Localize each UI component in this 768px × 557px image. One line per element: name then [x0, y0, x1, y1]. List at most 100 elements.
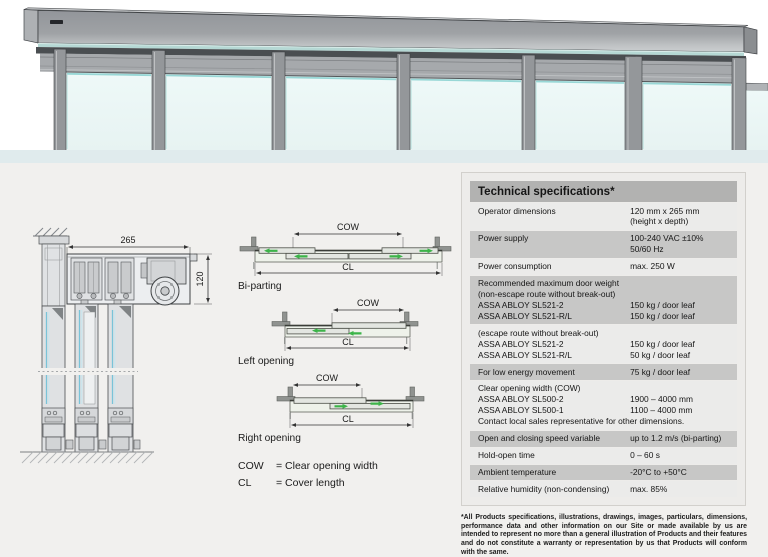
- spec-value: [630, 278, 729, 289]
- diagram-caption: Bi-parting: [238, 281, 282, 292]
- mullion: [53, 48, 67, 152]
- legend-definition: = Cover length: [276, 477, 345, 489]
- abbreviation-legend: COW = Clear opening width CL = Cover len…: [238, 458, 378, 492]
- door-leaf: [285, 253, 349, 260]
- cow-label: COW: [337, 222, 360, 232]
- spec-row: Recommended maximum door weight(non-esca…: [470, 275, 737, 325]
- mullion: [624, 55, 643, 152]
- diagram-caption: Left opening: [238, 356, 294, 367]
- door-leaf-profiles: [41, 299, 141, 453]
- spec-table-title: Technical specifications*: [470, 181, 737, 202]
- slide-direction-arrow: [264, 248, 278, 254]
- spec-row: For low energy movement 75 kg / door leaf: [470, 364, 737, 380]
- slide-direction-arrow: [370, 401, 384, 406]
- glass-panel: [409, 77, 523, 150]
- drive-motor: [140, 257, 187, 306]
- opening-configuration-diagrams: COW CL Bi-parting: [238, 222, 452, 444]
- door-leaf: [348, 253, 412, 260]
- wall-profile: [38, 235, 70, 307]
- diagram-bi-parting: COW CL Bi-parting: [238, 222, 452, 292]
- roller-carriage: [70, 257, 103, 301]
- spec-label: Power supply: [478, 233, 529, 244]
- slide-direction-arrow: [294, 254, 308, 259]
- roller-carriage: [104, 257, 135, 301]
- spec-label: Contact local sales representative for o…: [478, 416, 685, 427]
- glass-panel: [284, 75, 398, 150]
- door-leaf: [293, 397, 367, 404]
- slide-direction-arrow: [419, 248, 433, 254]
- spec-label: [478, 244, 630, 255]
- spec-label: Ambient temperature: [478, 467, 557, 478]
- spec-value: 120 mm x 265 mm: [630, 205, 700, 216]
- door-leaf: [329, 402, 411, 410]
- glass-panel: [534, 79, 626, 150]
- spec-value: [630, 289, 729, 300]
- spec-value: 50 kg / door leaf: [630, 349, 691, 360]
- glass-panel: [745, 82, 768, 150]
- spec-label: For low energy movement: [478, 366, 575, 377]
- spec-label: Power consumption: [478, 261, 552, 272]
- spec-value: 0 – 60 s: [630, 450, 660, 461]
- spec-value: [630, 328, 729, 339]
- disclaimer-footnote: *All Products specifications, illustrati…: [461, 514, 747, 556]
- spec-row: Ambient temperature -20°C to +50°C: [470, 464, 737, 481]
- width-dimension-label: 265: [120, 235, 135, 245]
- slide-direction-arrow: [312, 328, 326, 333]
- spec-value: -20°C to +50°C: [630, 467, 687, 478]
- break-line: [36, 368, 140, 375]
- spec-label: [478, 216, 630, 227]
- spec-value: 75 kg / door leaf: [630, 366, 691, 377]
- wall-hatching: [33, 227, 68, 237]
- spec-row: Clear opening width (COW)ASSA ABLOY SL50…: [470, 380, 737, 430]
- spec-label: ASSA ABLOY SL521-2: [478, 299, 564, 310]
- spec-label: ASSA ABLOY SL521-R/L: [478, 349, 572, 360]
- floor-strip: [0, 150, 768, 163]
- legend-abbr: COW: [238, 460, 264, 472]
- spec-value: up to 1.2 m/s (bi-parting): [630, 433, 722, 444]
- technical-specifications-panel: Technical specifications* Operator dimen…: [461, 172, 746, 507]
- sliding-door-render: [0, 0, 768, 163]
- spec-value: 1900 – 4000 mm: [630, 394, 693, 405]
- spec-label: Hold-open time: [478, 450, 535, 461]
- spec-value: 100-240 VAC ±10%: [630, 233, 704, 244]
- spec-value: 50/60 Hz: [630, 244, 664, 255]
- spec-value: (height x depth): [630, 216, 689, 227]
- glass-panel: [641, 81, 733, 150]
- spec-label: (non-escape route without break-out): [478, 289, 616, 300]
- spec-value: max. 85%: [630, 483, 668, 494]
- diagram-caption: Right opening: [238, 433, 301, 444]
- spec-label: ASSA ABLOY SL500-2: [478, 394, 564, 405]
- spec-row: Power supply 100-240 VAC ±10%50/60 Hz: [470, 230, 737, 258]
- spec-label: Recommended maximum door weight: [478, 278, 620, 289]
- glass-panel: [164, 73, 273, 150]
- slide-direction-arrow: [348, 331, 362, 336]
- width-dimension: 265: [66, 235, 191, 256]
- wall-post: [271, 321, 291, 327]
- bottom-rails: [41, 407, 141, 451]
- glass-panel: [65, 71, 153, 150]
- operator-housing: [66, 253, 198, 306]
- cow-label: COW: [316, 373, 339, 383]
- floor-hatching: [20, 451, 154, 464]
- spec-value: 150 kg / door leaf: [630, 338, 695, 349]
- spec-row: Relative humidity (non-condensing) max. 8…: [470, 481, 737, 498]
- spec-label: Relative humidity (non-condensing): [478, 483, 610, 494]
- cl-label: CL: [342, 414, 354, 424]
- mullion: [396, 53, 411, 152]
- spec-label: ASSA ABLOY SL500-1: [478, 405, 564, 416]
- assa-abloy-logo-mark: [50, 20, 63, 24]
- spec-value: 1100 – 4000 mm: [630, 405, 693, 416]
- door-header-beam: [23, 7, 758, 55]
- slide-direction-arrow: [334, 403, 348, 409]
- transom-track-band: [36, 43, 746, 84]
- hero-photo: [0, 0, 768, 163]
- cl-label: CL: [342, 337, 354, 347]
- cl-label: CL: [342, 262, 354, 272]
- mullion: [521, 54, 536, 152]
- diagram-right-opening: COW CL Right opening: [238, 373, 425, 444]
